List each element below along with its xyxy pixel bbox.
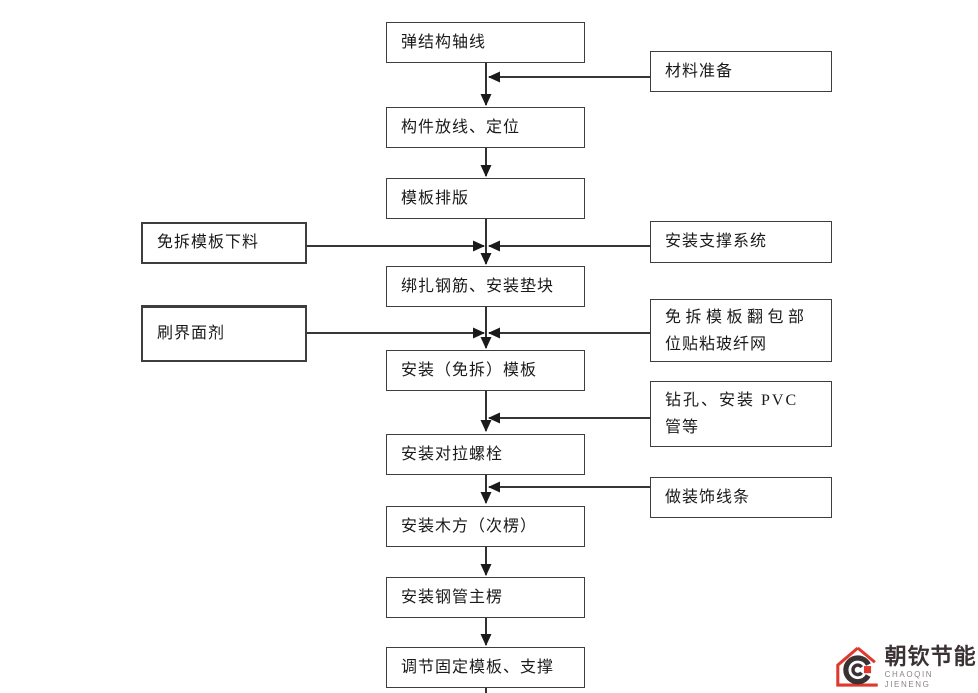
flow-node-formwork-layout: 模板排版: [386, 178, 585, 219]
flow-node-adjust-fix-formwork-support: 调节固定模板、支撑: [386, 647, 585, 688]
flow-node-brush-interface-agent: 刷界面剂: [141, 305, 307, 362]
flow-node-label: 做装饰线条: [665, 488, 751, 506]
flow-node-label: 材料准备: [665, 62, 734, 80]
flow-node-label: 刷界面剂: [157, 325, 226, 343]
company-logo-house-icon: [836, 646, 878, 687]
company-logo-subtitle: CHAOQIN JIENENG: [884, 669, 934, 689]
flow-node-label-line2: 位贴粘玻纤网: [665, 335, 768, 353]
flow-node-drill-install-pvc-pipes: 钻孔、安装 PVC 管等: [650, 381, 832, 447]
company-logo-name: 朝钦节能: [884, 643, 977, 669]
flow-node-label-line1: 钻孔、安装 PVC: [665, 392, 799, 409]
flow-node-snap-structure-axis: 弹结构轴线: [386, 22, 585, 63]
flow-node-material-preparation: 材料准备: [650, 51, 832, 92]
flow-node-decorative-moldings: 做装饰线条: [650, 477, 832, 518]
flow-node-label-line1: 免拆模板翻包部: [665, 308, 809, 326]
flow-node-label: 安装木方（次楞）: [401, 517, 538, 535]
flow-node-label: 绑扎钢筋、安装垫块: [401, 277, 555, 295]
flow-node-tie-rebar-pads: 绑扎钢筋、安装垫块: [386, 266, 585, 307]
flow-node-component-setout: 构件放线、定位: [386, 107, 585, 148]
flow-node-formwork-cutting: 免拆模板下料: [141, 222, 307, 264]
flow-node-label-line2: 管等: [665, 419, 700, 436]
flow-node-label: 安装对拉螺栓: [401, 445, 504, 463]
flow-node-label: 构件放线、定位: [401, 118, 521, 136]
flow-node-glass-fiber-mesh: 免拆模板翻包部 位贴粘玻纤网: [650, 299, 832, 362]
flow-node-label: 调节固定模板、支撑: [401, 658, 555, 676]
company-logo-text: 朝钦节能 CHAOQIN JIENENG: [884, 643, 978, 690]
flow-node-install-timber-joists: 安装木方（次楞）: [386, 506, 585, 547]
flow-node-install-formwork: 安装（免拆）模板: [386, 350, 585, 391]
company-logo: 朝钦节能 CHAOQIN JIENENG: [834, 644, 978, 690]
flow-node-label: 免拆模板下料: [157, 234, 260, 252]
flow-node-label: 安装支撑系统: [665, 233, 768, 251]
flow-node-label: 安装钢管主楞: [401, 588, 504, 606]
flow-node-install-steel-pipe-walers: 安装钢管主楞: [386, 577, 585, 618]
flow-node-label: 模板排版: [401, 189, 470, 207]
flow-node-label: 弹结构轴线: [401, 33, 487, 51]
flow-node-install-tie-bolts: 安装对拉螺栓: [386, 434, 585, 475]
flow-node-label: 安装（免拆）模板: [401, 361, 538, 379]
flow-node-install-support-system: 安装支撑系统: [650, 221, 832, 263]
